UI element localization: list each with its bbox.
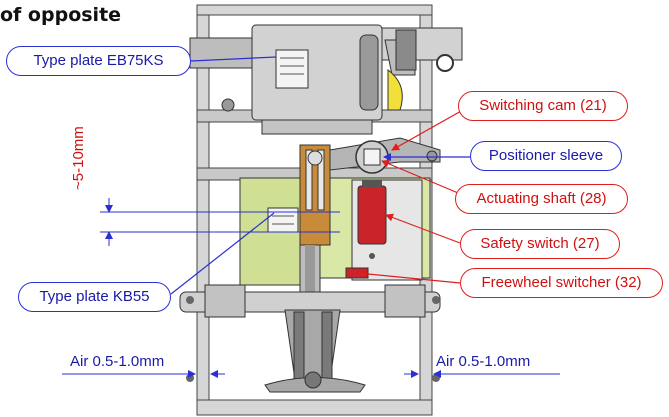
- air-gap-left-label: Air 0.5-1.0mm: [70, 353, 165, 370]
- lower-shaft: [179, 284, 441, 393]
- callout-type-plate-eb75ks: Type plate EB75KS: [6, 46, 191, 76]
- callout-actuating-shaft: Actuating shaft (28): [455, 184, 628, 214]
- callout-freewheel-switcher: Freewheel switcher (32): [460, 268, 663, 298]
- air-gap-right-label: Air 0.5-1.0mm: [436, 353, 531, 370]
- gap-dimension-label: ~5-10mm: [70, 126, 87, 190]
- callout-switching-cam: Switching cam (21): [458, 91, 628, 121]
- page-heading: of opposite: [0, 4, 122, 26]
- callout-positioner-sleeve: Positioner sleeve: [470, 141, 622, 171]
- leader-lines: [170, 56, 471, 295]
- motor-eb75ks: [189, 24, 463, 135]
- callout-type-plate-kb55: Type plate KB55: [18, 282, 171, 312]
- gap-dimension: [100, 198, 340, 246]
- callout-safety-switch: Safety switch (27): [460, 229, 620, 259]
